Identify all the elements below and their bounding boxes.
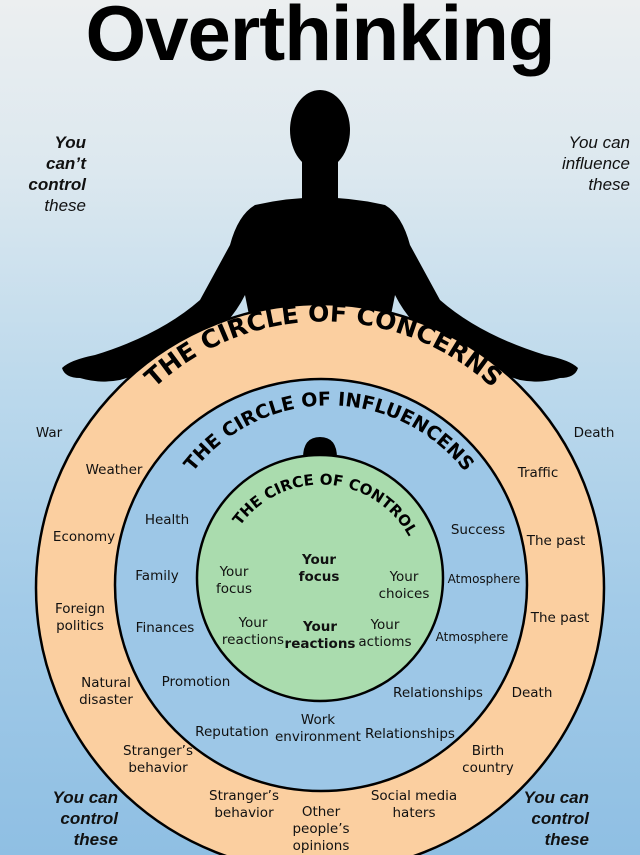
influence-item: Finances bbox=[135, 620, 195, 636]
corner-line: You can bbox=[52, 788, 119, 807]
influence-item: Family bbox=[135, 568, 179, 584]
corner-line: these bbox=[44, 196, 86, 215]
corner-line: these bbox=[588, 175, 630, 194]
corner-can-influence: You can influence these bbox=[530, 132, 630, 195]
concern-item: The past bbox=[530, 610, 590, 626]
concern-item: Natural disaster bbox=[79, 675, 133, 708]
corner-line: control bbox=[28, 175, 86, 194]
concern-item: Birth country bbox=[462, 743, 514, 776]
control-item: Your reactions bbox=[221, 615, 285, 648]
corner-line: control bbox=[60, 809, 118, 828]
concern-item: Death bbox=[511, 685, 553, 701]
control-item: Your focus bbox=[298, 552, 340, 585]
concern-item: Other people’s opinions bbox=[292, 804, 350, 854]
influence-item: Success bbox=[450, 522, 506, 538]
corner-line: You can bbox=[568, 133, 630, 152]
page-title: Overthinking bbox=[85, 0, 555, 77]
concern-item: Foreign politics bbox=[55, 601, 105, 634]
corner-line: these bbox=[73, 830, 118, 849]
influence-item: Atmosphere bbox=[447, 572, 521, 586]
corner-line: You can bbox=[523, 788, 590, 807]
corner-line: You bbox=[54, 133, 86, 152]
concern-item: Economy bbox=[52, 529, 116, 545]
influence-item: Reputation bbox=[195, 724, 269, 740]
control-item: Your actioms bbox=[358, 617, 412, 650]
concern-item: War bbox=[35, 425, 63, 441]
control-item: Your focus bbox=[215, 564, 253, 597]
corner-line: these bbox=[544, 830, 589, 849]
concern-item: Traffic bbox=[517, 465, 559, 481]
control-item: Your reactions bbox=[284, 619, 356, 652]
corner-can-control-right: You can control these bbox=[510, 787, 590, 850]
concern-item: Weather bbox=[85, 462, 143, 478]
influence-item: Atmosphere bbox=[435, 630, 509, 644]
small-head-icon bbox=[303, 437, 337, 458]
corner-can-control-left: You can control these bbox=[40, 787, 119, 850]
corner-line: control bbox=[531, 809, 589, 828]
influence-item: Promotion bbox=[161, 674, 231, 690]
concern-item: Stranger’s behavior bbox=[123, 743, 193, 776]
control-item: Your choices bbox=[378, 569, 430, 602]
corner-line: influence bbox=[561, 154, 630, 173]
influence-item: Work environment bbox=[275, 712, 361, 745]
concern-item: Social media haters bbox=[370, 788, 458, 821]
corner-cant-control: You can’t control these bbox=[20, 132, 86, 216]
concern-item: Death bbox=[573, 425, 615, 441]
influence-item: Relationships bbox=[365, 726, 455, 742]
corner-line: can’t bbox=[46, 154, 86, 173]
concern-item: The past bbox=[526, 533, 586, 549]
influence-item: Relationships bbox=[393, 685, 483, 701]
circle-of-control bbox=[195, 453, 445, 703]
influence-item: Health bbox=[144, 512, 190, 528]
concern-item: Stranger’s behavior bbox=[209, 788, 279, 821]
